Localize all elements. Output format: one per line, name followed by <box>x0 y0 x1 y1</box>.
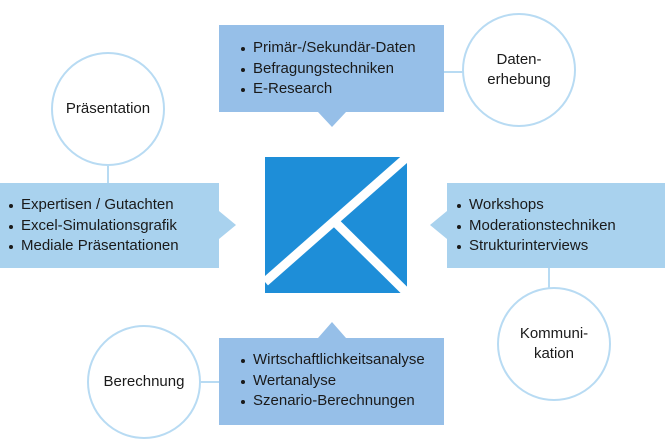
pointer-right <box>430 211 447 239</box>
circle-communication: Kommuni- kation <box>497 287 611 401</box>
list-item: Strukturinterviews <box>456 236 665 257</box>
circle-label: Präsentation <box>65 100 151 117</box>
list-item: E-Research <box>240 79 444 100</box>
circle-label: Berechnung <box>103 373 185 390</box>
list-item: Wertanalyse <box>240 371 444 392</box>
list-item: Mediale Präsentationen <box>8 236 219 257</box>
circle-calculation: Berechnung <box>87 325 201 439</box>
calculation-list: Wirtschaftlichkeitsanalyse Wertanalyse S… <box>240 350 444 412</box>
k-mark-logo-icon <box>262 153 411 297</box>
list-item: Expertisen / Gutachten <box>8 195 219 216</box>
pointer-top <box>318 112 346 127</box>
list-item: Primär-/Sekundär-Daten <box>240 38 444 59</box>
calculation-box: Wirtschaftlichkeitsanalyse Wertanalyse S… <box>219 338 444 425</box>
list-item: Moderationstechniken <box>456 216 665 237</box>
list-item: Befragungstechniken <box>240 59 444 80</box>
pointer-left <box>219 211 236 239</box>
communication-box: Workshops Moderationstechniken Strukturi… <box>447 183 665 268</box>
circle-presentation: Präsentation <box>51 52 165 166</box>
presentation-list: Expertisen / Gutachten Excel-Simulations… <box>8 195 219 257</box>
list-item: Szenario-Berechnungen <box>240 391 444 412</box>
circle-data-collection: Daten- erhebung <box>462 13 576 127</box>
circle-label: Daten- erhebung <box>487 51 551 88</box>
presentation-box: Expertisen / Gutachten Excel-Simulations… <box>0 183 219 268</box>
circle-label: Kommuni- kation <box>519 325 589 362</box>
list-item: Excel-Simulationsgrafik <box>8 216 219 237</box>
pointer-bottom <box>318 322 346 338</box>
list-item: Wirtschaftlichkeitsanalyse <box>240 350 444 371</box>
data-collection-box: Primär-/Sekundär-Daten Befragungstechnik… <box>219 25 444 112</box>
data-collection-list: Primär-/Sekundär-Daten Befragungstechnik… <box>240 38 444 100</box>
list-item: Workshops <box>456 195 665 216</box>
communication-list: Workshops Moderationstechniken Strukturi… <box>456 195 665 257</box>
